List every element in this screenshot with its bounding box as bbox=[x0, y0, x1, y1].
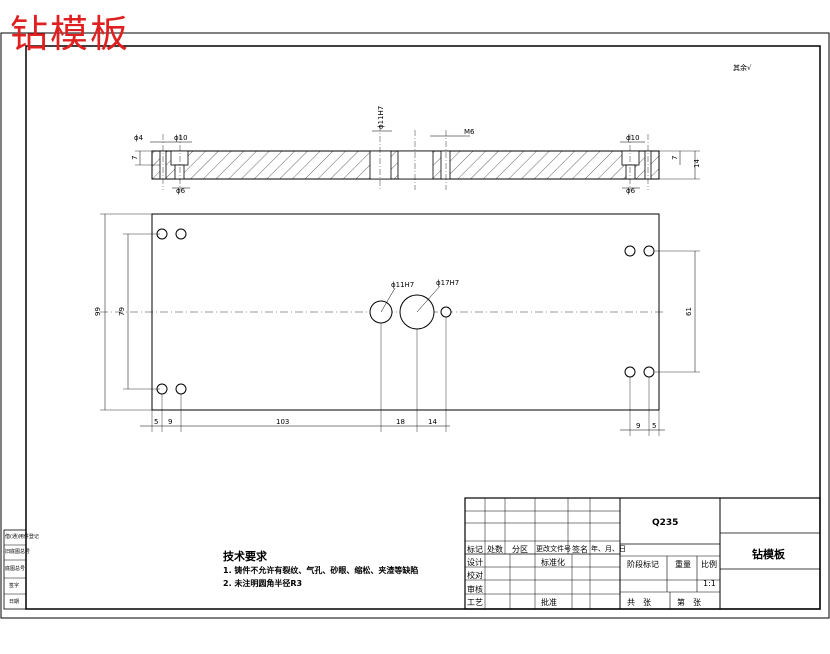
tech-req-heading: 技术要求 bbox=[223, 550, 267, 563]
weight-label: 重量 bbox=[675, 560, 691, 569]
plan-view bbox=[100, 213, 700, 436]
dim-h7-left: 7 bbox=[131, 156, 139, 160]
side-strip-2: 旧底图总号 bbox=[5, 549, 31, 555]
dim-d6-left: ϕ6 bbox=[176, 187, 186, 195]
roughness-note: 其余√ bbox=[733, 63, 752, 72]
dim-b5-right: 5 bbox=[652, 422, 656, 430]
row-label-zone: 分区 bbox=[512, 545, 528, 554]
part-name-cell: 钻模板 bbox=[752, 548, 785, 561]
approve-label: 批准 bbox=[541, 598, 557, 607]
scale-label: 比例 bbox=[701, 560, 717, 569]
drawing-title: 钻模板 bbox=[10, 12, 131, 56]
row-label-mark: 标记 bbox=[467, 545, 483, 554]
sheet-number: 第 张 bbox=[677, 598, 701, 607]
dim-d10-right: ϕ10 bbox=[626, 134, 640, 142]
material-cell: Q235 bbox=[652, 518, 679, 528]
inner-border bbox=[25, 45, 821, 610]
check-label: 审核 bbox=[467, 585, 483, 594]
dim-b9-right: 9 bbox=[636, 422, 640, 430]
dim-m6: M6 bbox=[464, 128, 475, 136]
dim-d11h7-plan: ϕ11H7 bbox=[391, 281, 414, 289]
side-strip-4: 签字 bbox=[9, 583, 20, 589]
dim-d4: ϕ4 bbox=[134, 134, 144, 142]
dim-b103: 103 bbox=[276, 418, 289, 426]
dim-d10-left: ϕ10 bbox=[174, 134, 188, 142]
sheets-total: 共 张 bbox=[627, 598, 651, 607]
title-block-grid bbox=[3, 497, 821, 610]
row-label-count: 处数 bbox=[487, 545, 503, 554]
dim-d17h7: ϕ17H7 bbox=[436, 279, 459, 287]
side-strip-3: 底图总号 bbox=[5, 566, 26, 572]
row-label-signature: 签名 bbox=[572, 545, 588, 554]
dim-b18: 18 bbox=[396, 418, 405, 426]
stage-mark-label: 阶段标记 bbox=[627, 560, 659, 569]
dim-b5-left: 5 bbox=[154, 418, 158, 426]
standardization-label: 标准化 bbox=[541, 558, 565, 567]
side-strip-5: 日期 bbox=[9, 599, 20, 605]
outer-border bbox=[0, 32, 830, 619]
scale-value: 1:1 bbox=[703, 579, 716, 588]
dim-thk14: 14 bbox=[693, 159, 701, 168]
dim-h99: 99 bbox=[94, 307, 102, 316]
section-view bbox=[135, 125, 700, 190]
row-label-change-doc: 更改文件号 bbox=[536, 545, 571, 553]
dim-h7-right: 7 bbox=[671, 156, 679, 160]
tech-req-line2: 2. 未注明圆角半径R3 bbox=[223, 579, 303, 588]
dim-d11h7-section: ϕ11H7 bbox=[377, 106, 385, 129]
side-strip-1: 借(通)用件登记 bbox=[5, 534, 39, 540]
design-label: 设计 bbox=[467, 558, 483, 567]
dim-b9-left: 9 bbox=[168, 418, 172, 426]
proofread-label: 校对 bbox=[467, 571, 483, 580]
tech-req-line1: 1. 铸件不允许有裂纹、气孔、砂眼、缩松、夹渣等缺陷 bbox=[223, 566, 419, 575]
process-label: 工艺 bbox=[467, 598, 483, 607]
dim-h79: 79 bbox=[118, 307, 126, 316]
row-label-date: 年、月、日 bbox=[591, 545, 626, 553]
dim-h61: 61 bbox=[685, 307, 693, 316]
dim-b14: 14 bbox=[428, 418, 437, 426]
dim-d6-right: ϕ6 bbox=[626, 187, 636, 195]
